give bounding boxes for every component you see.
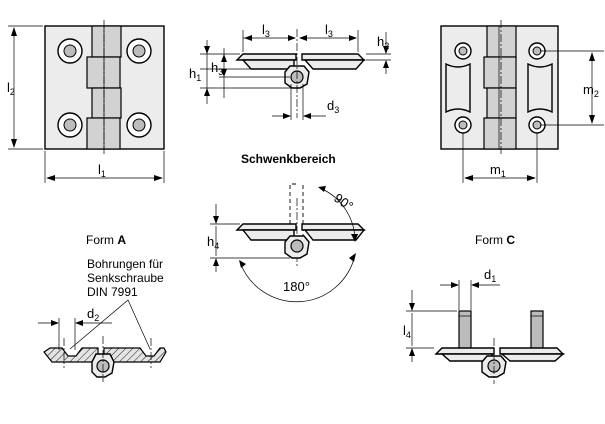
arrow-head (383, 60, 389, 68)
leader-line (127, 299, 151, 350)
mounting-hole (57, 112, 83, 138)
arrow-head (349, 253, 356, 262)
leader-line (69, 299, 129, 350)
mounting-hole (528, 116, 546, 134)
arrow-head (204, 88, 210, 96)
arrow-head (451, 282, 459, 288)
countersunk-note-line-1: Bohrungen für (87, 257, 163, 271)
arrow-head (409, 303, 415, 311)
side-view: l3 l3 h2 h1 h3 d3 (189, 22, 391, 120)
stud-channel (527, 62, 553, 114)
form-a-label: Form A (86, 233, 126, 247)
arrow-head (349, 35, 357, 41)
stud-channel (445, 62, 471, 114)
countersunk-note-line-2: Senkschraube (87, 271, 164, 285)
dim-label-l3-right: l3 (325, 22, 333, 39)
arrow-head (221, 69, 227, 77)
knuckle-segment (86, 56, 121, 89)
form-c-section: Form C d1 l4 (403, 233, 565, 384)
dim-label-h2: h2 (377, 34, 389, 51)
angle-arc-180 (239, 254, 356, 303)
arrow-head (154, 175, 163, 181)
knuckle-segment (483, 56, 517, 89)
arrow-head (244, 35, 252, 41)
knuckle-segment (86, 117, 121, 150)
mounting-hole (126, 112, 152, 138)
leaf-left-lower (241, 59, 295, 70)
dim-label-l4: l4 (403, 323, 411, 340)
arrow-head (213, 258, 219, 266)
top-view-form-c: m2 m1 (440, 20, 604, 183)
arrow-head (589, 115, 595, 124)
dim-label-h1: h1 (189, 66, 201, 83)
arrow-head (471, 282, 479, 288)
arrow-head (303, 113, 311, 119)
mounting-hole (454, 116, 472, 134)
threaded-stud (458, 310, 472, 350)
dim-label-d2: d2 (87, 306, 99, 323)
knuckle-segment (91, 87, 122, 119)
arrow-head (213, 216, 219, 224)
arrow-head (409, 348, 415, 356)
arrow-head (11, 139, 17, 148)
leaf-right-lower (303, 229, 366, 241)
dim-label-l3-left: l3 (262, 22, 270, 39)
arrow-head (283, 113, 291, 119)
leaf-left (235, 53, 297, 61)
leaf-left-lower (241, 229, 295, 241)
angle-arc-90 (319, 187, 356, 241)
knuckle-segment (486, 25, 517, 58)
hinge-pin (290, 239, 304, 253)
swung-leaf-outline (289, 183, 298, 238)
mounting-hole (126, 38, 152, 64)
leaf-right (301, 53, 366, 61)
leaf-right (499, 347, 565, 355)
leaf-right-lower (500, 353, 565, 362)
arrow-head (11, 27, 17, 36)
countersunk-note-line-3: DIN 7991 (87, 285, 138, 299)
section-title: Schwenkbereich (241, 152, 336, 166)
dim-label-l1: l1 (98, 162, 106, 179)
dim-label-l2: l2 (7, 80, 15, 97)
dim-label-h3: h3 (211, 60, 223, 77)
dim-label-d3: d3 (327, 98, 339, 115)
top-view-form-a: l2 l1 (7, 20, 165, 183)
form-c-label: Form C (475, 233, 515, 247)
arrow-head (383, 46, 389, 54)
dim-label-d1: d1 (484, 267, 496, 284)
arrow-head (51, 320, 59, 326)
leaf-left (434, 347, 495, 355)
arrow-head (464, 175, 473, 181)
arrow-head (75, 320, 83, 326)
threaded-stud (530, 310, 544, 350)
dim-label-m1: m1 (490, 162, 506, 179)
arrow-head (318, 186, 326, 192)
mounting-hole (454, 42, 472, 60)
arrow-head (288, 35, 296, 41)
angle-label-90: 90° (331, 190, 356, 214)
angle-label-180: 180° (283, 279, 310, 294)
dim-label-h4: h4 (207, 234, 219, 251)
leaf-section-left (43, 347, 99, 363)
arrow-head (351, 234, 358, 242)
leaf-right-lower (303, 59, 366, 70)
leaf-left (235, 223, 297, 231)
arrow-head (221, 54, 227, 62)
dim-label-m2: m2 (583, 82, 599, 99)
arrow-head (299, 35, 307, 41)
leaf-right (301, 223, 366, 231)
knuckle-segment (91, 25, 122, 58)
knuckle-segment (486, 87, 517, 119)
form-a-section: Form A Bohrungen für Senkschraube DIN 79… (38, 233, 167, 382)
swivel-range-view: Schwenkbereich 90° 180° h4 (207, 152, 366, 303)
arrow-head (589, 52, 595, 61)
arrow-head (239, 260, 246, 268)
arrow-head (527, 175, 536, 181)
arrow-head (204, 46, 210, 54)
mounting-hole (57, 38, 83, 64)
arrow-head (46, 175, 55, 181)
knuckle-segment (483, 117, 517, 150)
